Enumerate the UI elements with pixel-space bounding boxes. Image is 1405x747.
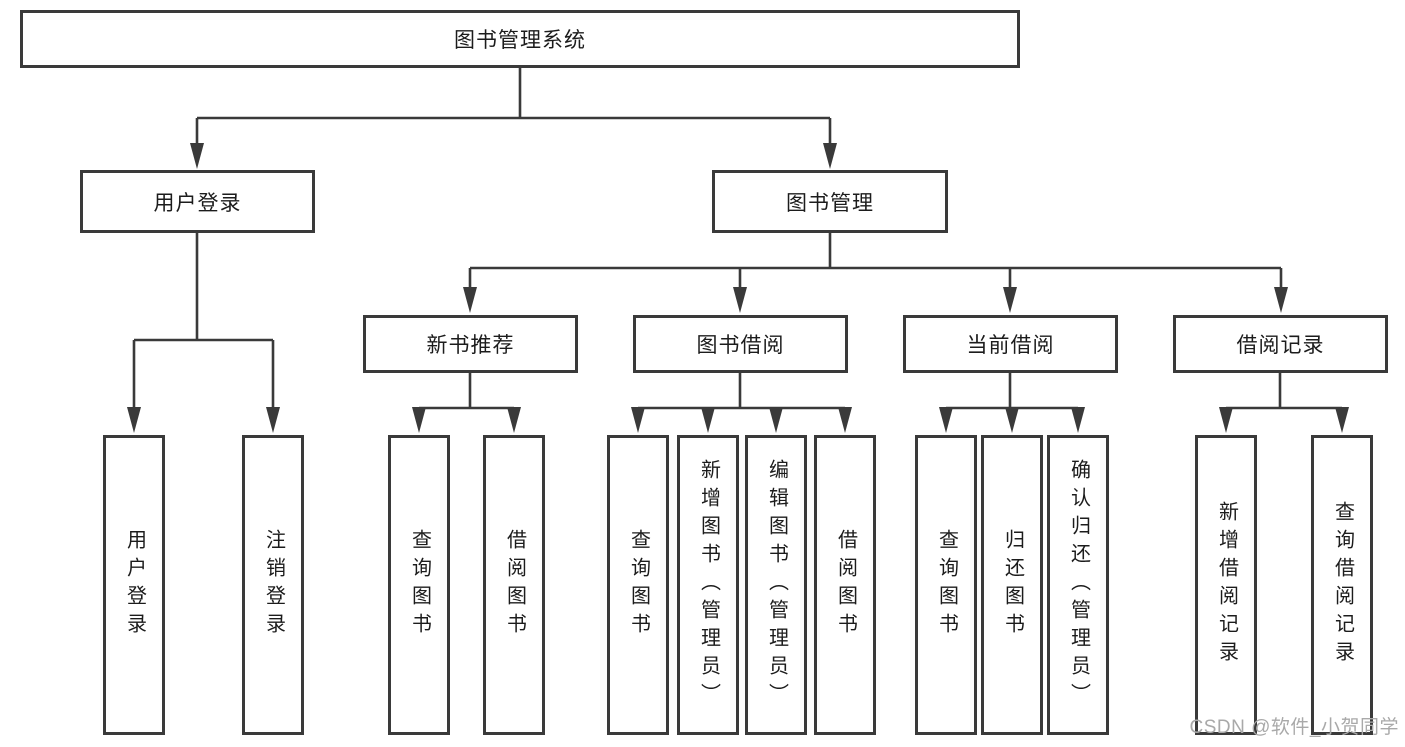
leaf-newbooks-query: 查询图书 — [388, 435, 450, 735]
node-root: 图书管理系统 — [20, 10, 1020, 68]
leaf-record-query: 查询借阅记录 — [1311, 435, 1373, 735]
arrowhead-icon — [701, 407, 715, 433]
leaf-current-query: 查询图书 — [915, 435, 977, 735]
watermark: CSDN @软件_小贺同学 — [1189, 717, 1399, 738]
leaf-logout: 注销登录 — [242, 435, 304, 735]
node-current-borrow-label: 当前借阅 — [966, 334, 1055, 357]
leaf-borrow-query: 查询图书 — [607, 435, 669, 735]
leaf-borrow-borrow: 借阅图书 — [814, 435, 876, 735]
leaf-logout-label: 注销登录 — [262, 529, 285, 641]
leaf-newbooks-borrow-label: 借阅图书 — [503, 529, 526, 641]
leaf-newbooks-query-label: 查询图书 — [408, 529, 431, 641]
leaf-record-add-label: 新增借阅记录 — [1215, 501, 1238, 669]
arrowhead-icon — [1335, 407, 1349, 433]
leaf-current-return-label: 归还图书 — [1001, 529, 1024, 641]
leaf-user-login-label: 用户登录 — [123, 529, 146, 641]
arrowhead-icon — [939, 407, 953, 433]
arrowhead-icon — [1005, 407, 1019, 433]
arrowhead-icon — [412, 407, 426, 433]
leaf-user-login: 用户登录 — [103, 435, 165, 735]
arrowhead-icon — [507, 407, 521, 433]
arrowhead-icon — [823, 143, 837, 169]
arrowhead-icon — [838, 407, 852, 433]
arrowhead-icon — [631, 407, 645, 433]
node-book-borrow: 图书借阅 — [633, 315, 848, 373]
node-current-borrow: 当前借阅 — [903, 315, 1118, 373]
node-user-login-label: 用户登录 — [153, 191, 242, 215]
leaf-borrow-query-label: 查询图书 — [627, 529, 650, 641]
node-book-management-label: 图书管理 — [786, 191, 874, 215]
arrowhead-icon — [266, 407, 280, 433]
arrowhead-icon — [1003, 287, 1017, 313]
arrowhead-icon — [463, 287, 477, 313]
leaf-newbooks-borrow: 借阅图书 — [483, 435, 545, 735]
leaf-borrow-edit-admin: 编辑图书（管理员） — [745, 435, 807, 735]
node-new-book-recommend: 新书推荐 — [363, 315, 578, 373]
arrowhead-icon — [190, 143, 204, 169]
node-book-borrow-label: 图书借阅 — [696, 334, 785, 357]
node-user-login: 用户登录 — [80, 170, 315, 233]
arrowhead-icon — [1219, 407, 1233, 433]
arrowheads — [127, 143, 1349, 433]
arrowhead-icon — [127, 407, 141, 433]
leaf-record-query-label: 查询借阅记录 — [1331, 501, 1354, 669]
leaf-borrow-add-admin: 新增图书（管理员） — [677, 435, 739, 735]
leaf-current-confirm-admin-label: 确认归还（管理员） — [1067, 459, 1090, 711]
leaf-borrow-add-admin-label: 新增图书（管理员） — [697, 459, 720, 711]
node-borrow-record-label: 借阅记录 — [1236, 334, 1325, 357]
leaf-current-return: 归还图书 — [981, 435, 1043, 735]
arrowhead-icon — [1071, 407, 1085, 433]
node-root-label: 图书管理系统 — [454, 29, 586, 52]
leaf-current-query-label: 查询图书 — [935, 529, 958, 641]
node-new-book-recommend-label: 新书推荐 — [426, 334, 515, 357]
node-borrow-record: 借阅记录 — [1173, 315, 1388, 373]
arrowhead-icon — [1274, 287, 1288, 313]
leaf-record-add: 新增借阅记录 — [1195, 435, 1257, 735]
arrowhead-icon — [769, 407, 783, 433]
arrowhead-icon — [733, 287, 747, 313]
leaf-borrow-borrow-label: 借阅图书 — [834, 529, 857, 641]
node-book-management: 图书管理 — [712, 170, 948, 233]
leaf-current-confirm-admin: 确认归还（管理员） — [1047, 435, 1109, 735]
leaf-borrow-edit-admin-label: 编辑图书（管理员） — [765, 459, 788, 711]
